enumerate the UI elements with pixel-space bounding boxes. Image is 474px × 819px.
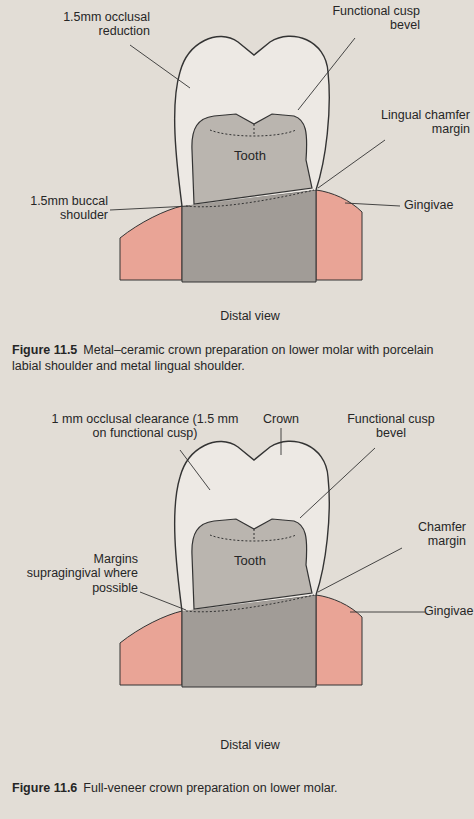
callout-label: Margins supragingival where possible <box>20 552 138 595</box>
callout-label: 1.5mm occlusal reduction <box>50 10 150 39</box>
caption-block: Figure 11.6 Full-veneer crown preparation… <box>12 780 462 796</box>
callout-label: Gingivae <box>424 604 470 618</box>
figure-number: Figure 11.5 <box>12 343 77 357</box>
tooth-region: Tooth <box>205 140 295 170</box>
callout-label: Gingivae <box>404 198 466 212</box>
callout-label: Chamfer margin <box>390 520 466 549</box>
callout-label: Lingual chamfer margin <box>372 108 470 137</box>
tooth-region: Tooth <box>205 545 295 575</box>
tooth-label: Tooth <box>234 553 266 568</box>
callout-label: Crown <box>255 412 307 426</box>
caption-block: Figure 11.5Metal–ceramic crown preparati… <box>12 342 462 375</box>
callout-label: Distal view <box>190 309 310 323</box>
callout-label: Functional cusp bevel <box>345 412 437 441</box>
callout-label: Functional cusp bevel <box>330 4 420 33</box>
callout-label: 1.5mm buccal shoulder <box>20 194 108 223</box>
callout-label: 1 mm occlusal clearance (1.5 mm on funct… <box>50 412 240 441</box>
callout-label: Distal view <box>190 738 310 752</box>
tooth-label: Tooth <box>234 148 266 163</box>
figure-caption: Full-veneer crown preparation on lower m… <box>83 781 337 795</box>
figure-number: Figure 11.6 <box>12 781 77 795</box>
